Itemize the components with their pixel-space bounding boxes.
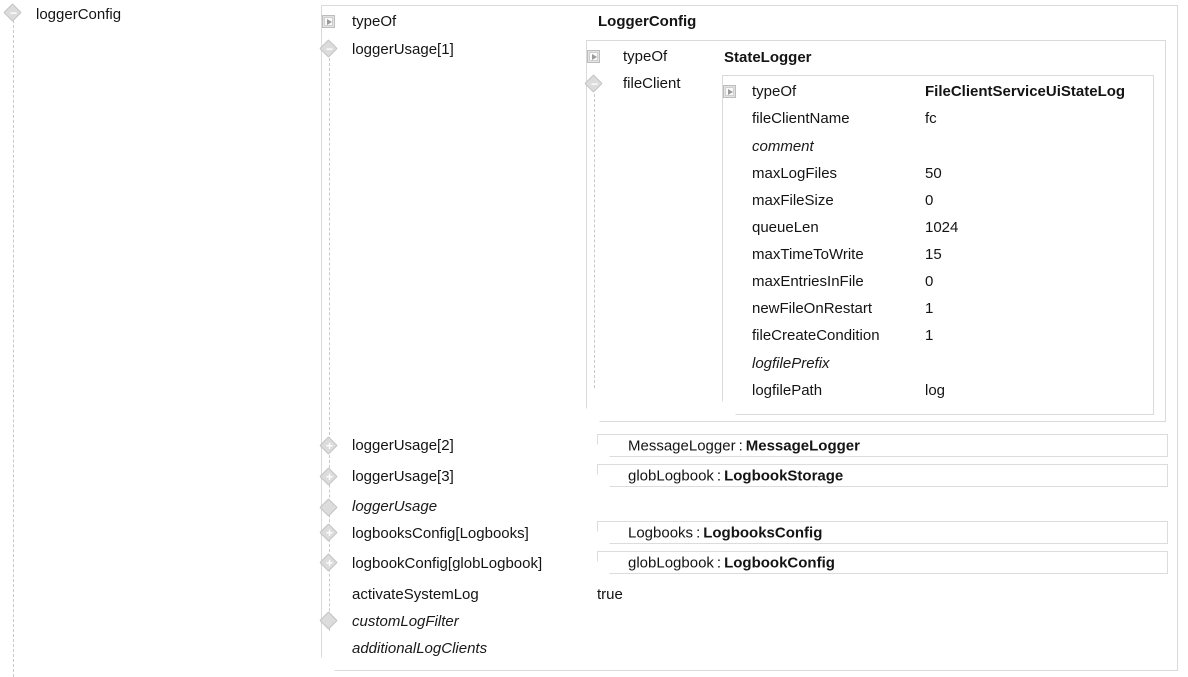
reference-name: globLogbook (628, 554, 714, 571)
square-triangle-icon[interactable] (586, 49, 603, 66)
level3-row-value: 1 (925, 300, 934, 317)
diamond-shape (319, 611, 338, 630)
triangle-glyph (592, 54, 597, 60)
reference-type: LogbookConfig (724, 554, 835, 571)
level1-row-value: true (597, 586, 623, 603)
level3-row-label: fileClientName (752, 110, 850, 127)
level1-row-label: typeOf (352, 13, 397, 30)
diamond-plus-icon[interactable]: + (319, 523, 338, 542)
minus-glyph: − (590, 77, 598, 91)
level2-row-label: fileClient (623, 75, 681, 92)
level1-row-label: loggerUsage[3] (352, 468, 454, 485)
level1-row-label: additionalLogClients (352, 640, 488, 657)
reference-box-text: Logbooks:LogbooksConfig (628, 524, 822, 541)
diamond-empty-icon[interactable] (319, 611, 338, 630)
level3-row-label: logfilePrefix (752, 355, 830, 372)
square-triangle-icon[interactable] (722, 84, 739, 101)
level3-row-value: 50 (925, 165, 942, 182)
level3-row-label: queueLen (752, 219, 819, 236)
diamond-minus-icon[interactable]: − (319, 39, 338, 58)
level3-row-label: maxLogFiles (752, 165, 838, 182)
minus-glyph: − (9, 6, 17, 20)
level1-connector-line (329, 58, 330, 440)
minus-glyph: − (325, 42, 333, 56)
level1-row-label: loggerUsage[1] (352, 41, 454, 58)
plus-glyph: + (325, 470, 333, 484)
reference-box-message-logger[interactable]: MessageLogger:MessageLogger (597, 434, 1168, 457)
diamond-plus-icon[interactable]: + (319, 436, 338, 455)
reference-separator: : (716, 467, 722, 484)
level3-row-value: fc (925, 110, 937, 127)
reference-name: globLogbook (628, 467, 714, 484)
level1-row-label: loggerUsage (352, 498, 438, 515)
level2-row-label: typeOf (623, 48, 668, 65)
reference-box-glob-logbook-config[interactable]: globLogbook:LogbookConfig (597, 551, 1168, 574)
square-triangle-icon[interactable] (321, 14, 338, 31)
reference-separator: : (738, 437, 743, 454)
level1-connector-line-lower (329, 455, 330, 631)
level2-connector-line (594, 94, 595, 388)
root-label: loggerConfig (36, 6, 122, 23)
level1-row-label: loggerUsage[2] (352, 437, 454, 454)
root-connector-line (13, 20, 14, 677)
reference-separator: : (696, 524, 701, 541)
level3-row-value: 1024 (925, 219, 959, 236)
triangle-glyph (327, 19, 332, 25)
level3-row-value: log (925, 382, 946, 399)
level1-type-title: LoggerConfig (598, 13, 697, 30)
level3-row-value: 15 (925, 246, 942, 263)
diamond-minus-icon[interactable]: − (584, 74, 603, 93)
level3-row-value: 0 (925, 192, 934, 209)
plus-glyph: + (325, 526, 333, 540)
level1-row-label: logbookConfig[globLogbook] (352, 555, 543, 572)
diamond-plus-icon[interactable]: + (319, 467, 338, 486)
level2-type-title: StateLogger (724, 49, 812, 66)
level3-row-label: maxFileSize (752, 192, 834, 209)
diamond-plus-icon[interactable]: + (319, 553, 338, 572)
triangle-glyph (728, 89, 733, 95)
level1-row-label: logbooksConfig[Logbooks] (352, 525, 529, 542)
level3-row-label: fileCreateCondition (752, 327, 880, 344)
reference-box-glob-logbook-storage[interactable]: globLogbook:LogbookStorage (597, 464, 1168, 487)
reference-name: MessageLogger (628, 437, 736, 454)
level3-row-label: logfilePath (752, 382, 823, 399)
level3-row-label: typeOf (752, 83, 797, 100)
reference-box-text: globLogbook:LogbookStorage (628, 467, 843, 484)
plus-glyph: + (325, 439, 333, 453)
reference-type: LogbookStorage (724, 467, 844, 484)
reference-type: LogbooksConfig (703, 524, 823, 541)
plus-glyph: + (325, 556, 333, 570)
reference-box-logbooks-config[interactable]: Logbooks:LogbooksConfig (597, 521, 1168, 544)
level3-panel (722, 75, 1154, 415)
reference-name: Logbooks (628, 524, 694, 541)
diamond-shape (319, 498, 338, 517)
diamond-empty-icon[interactable] (319, 498, 338, 517)
reference-box-text: MessageLogger:MessageLogger (628, 437, 860, 454)
reference-box-text: globLogbook:LogbookConfig (628, 554, 835, 571)
level3-type-title: FileClientServiceUiStateLog (925, 83, 1126, 100)
level1-row-label: customLogFilter (352, 613, 459, 630)
reference-type: MessageLogger (745, 437, 860, 454)
reference-separator: : (716, 554, 722, 571)
level3-row-label: comment (752, 138, 814, 155)
diamond-minus-icon[interactable]: − (3, 3, 22, 22)
level3-row-value: 0 (925, 273, 934, 290)
level3-row-label: maxTimeToWrite (752, 246, 864, 263)
level1-row-label: activateSystemLog (352, 586, 479, 603)
level3-row-label: newFileOnRestart (752, 300, 873, 317)
level3-row-label: maxEntriesInFile (752, 273, 864, 290)
level3-row-value: 1 (925, 327, 934, 344)
